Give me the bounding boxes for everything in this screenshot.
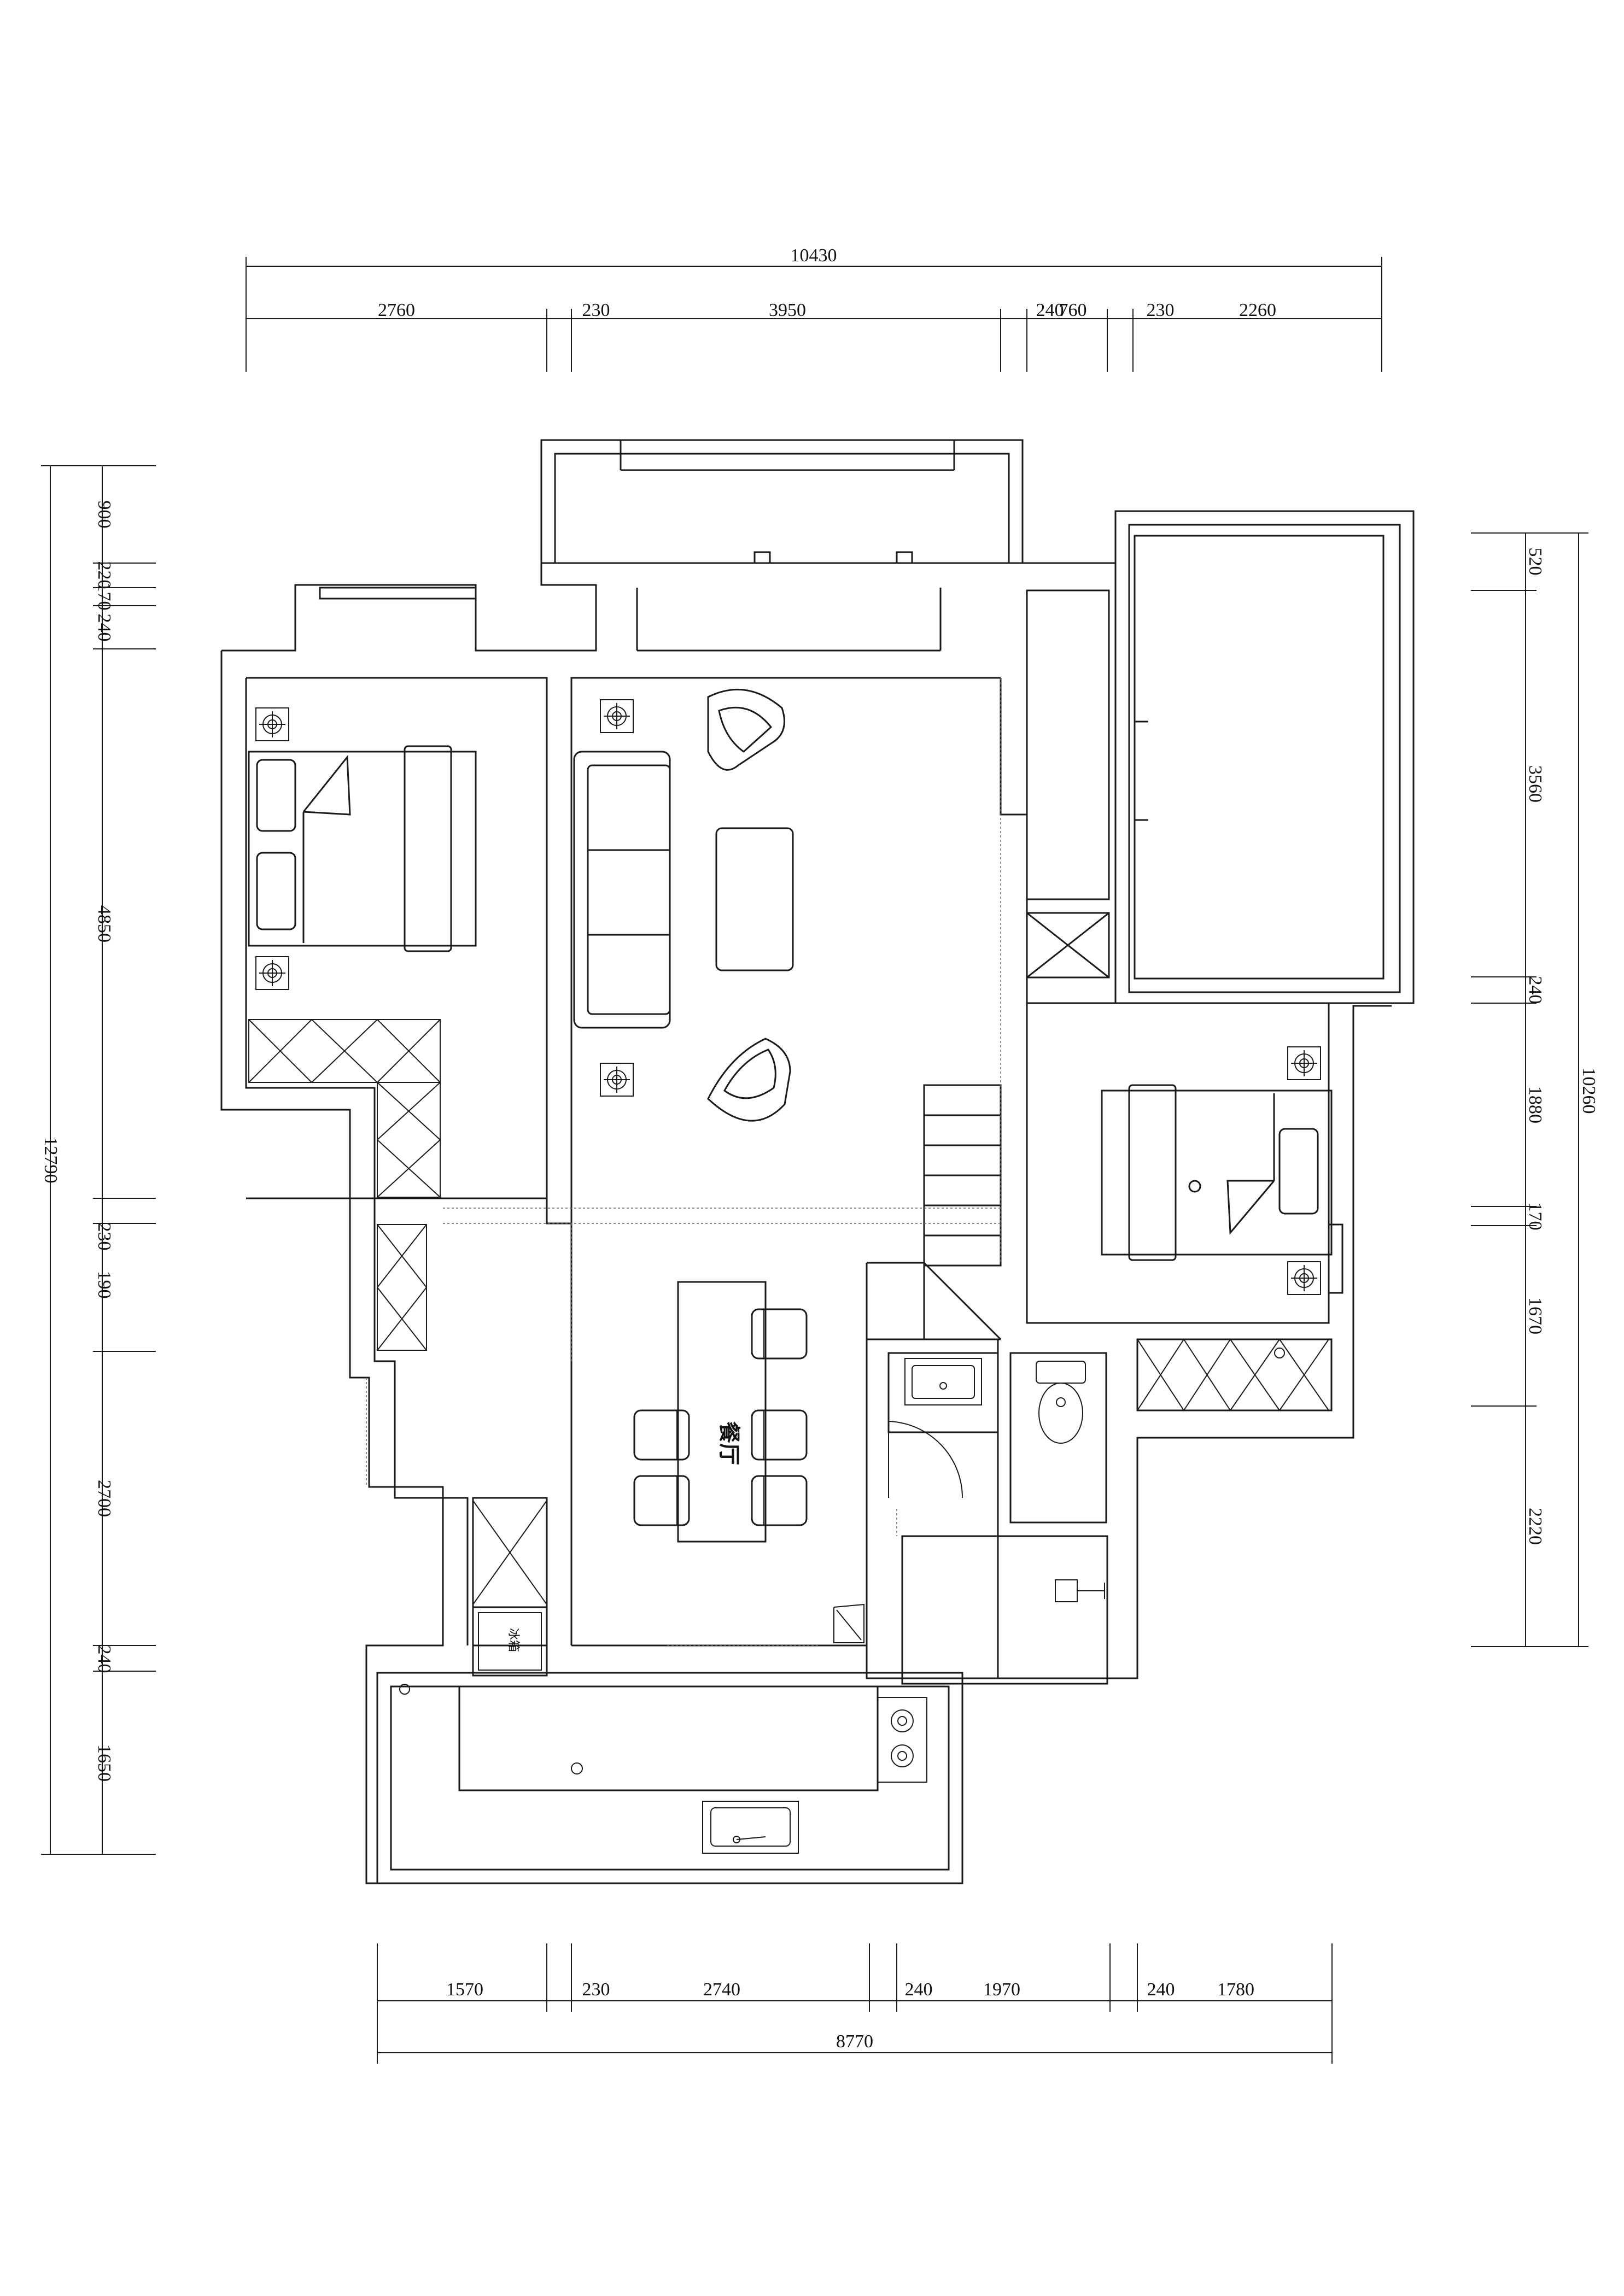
dim-bottom-seg-5: 1970	[983, 1979, 1020, 2000]
washbasin	[904, 1358, 982, 1405]
walls	[220, 439, 1415, 1884]
right-bedroom-wardrobe	[1137, 1339, 1329, 1411]
dim-bottom-total: 8770	[836, 2031, 873, 2052]
dining-chair	[751, 1409, 808, 1461]
left-bedroom-bed	[248, 745, 477, 952]
dim-right-seg-3: 240	[1525, 976, 1545, 1004]
dining-table: 餐厅	[677, 1281, 767, 1543]
dim-left-seg-2: 220	[94, 561, 114, 589]
dim-left-seg-8: 2700	[94, 1480, 114, 1517]
dim-top-seg-1: 2760	[378, 300, 415, 320]
corner-sink	[833, 1603, 864, 1643]
fridge-label: 冰箱	[507, 1628, 521, 1652]
dining-chair	[751, 1308, 808, 1360]
dim-right-seg-7: 2220	[1525, 1508, 1545, 1545]
ceiling-lamp-icon	[255, 956, 289, 990]
armchair-bottom	[707, 1038, 791, 1122]
dim-bottom-seg-4: 240	[905, 1979, 933, 2000]
dim-bottom-seg-3: 2740	[703, 1979, 740, 2000]
stove	[877, 1697, 927, 1783]
dim-right-seg-1: 520	[1525, 548, 1545, 576]
opening-lines	[366, 678, 1001, 1646]
kitchen-sink	[702, 1801, 799, 1854]
dining-chair	[633, 1475, 690, 1526]
dim-left-seg-7: 190	[94, 1271, 114, 1299]
dimension-labels: 10430 2760 230 3950 240 760 230 2260 157…	[40, 245, 1599, 2052]
ceiling-lamp-icon	[1287, 1046, 1321, 1080]
right-bedroom-bed	[1101, 1084, 1333, 1261]
ceiling-lamp-icon	[600, 699, 634, 733]
dim-top-seg-5: 760	[1059, 300, 1087, 320]
dim-right-seg-2: 3560	[1525, 765, 1545, 803]
toilet	[1036, 1361, 1086, 1444]
dim-bottom-seg-1: 1570	[446, 1979, 483, 2000]
ceiling-lamp-icon	[255, 707, 289, 741]
dim-right-seg-6: 1670	[1525, 1297, 1545, 1334]
dimension-lines	[41, 257, 1588, 2064]
utility-cabinet	[472, 1500, 547, 1605]
dim-top-seg-7: 2260	[1239, 300, 1276, 320]
dim-right-seg-5: 170	[1525, 1203, 1545, 1231]
shower	[1055, 1579, 1105, 1602]
kitchen-fixtures	[399, 1684, 583, 1774]
dim-left-seg-9: 240	[94, 1645, 114, 1673]
left-bedroom-wardrobe	[248, 1019, 441, 1351]
bathroom-door	[888, 1421, 963, 1498]
dim-left-total: 12790	[40, 1137, 61, 1184]
armchair-top	[707, 688, 785, 771]
dim-left-seg-6: 230	[94, 1223, 114, 1251]
dining-chair	[751, 1475, 808, 1526]
dining-chair	[633, 1409, 690, 1461]
fridge: 冰箱	[478, 1612, 542, 1671]
dim-bottom-seg-7: 1780	[1217, 1979, 1254, 2000]
dim-bottom-seg-2: 230	[582, 1979, 610, 2000]
ceiling-lamp-icon	[600, 1063, 634, 1097]
dim-left-seg-10: 1650	[94, 1744, 114, 1782]
dim-top-seg-3: 3950	[769, 300, 806, 320]
dim-left-seg-1: 900	[94, 501, 114, 529]
dim-top-seg-2: 230	[582, 300, 610, 320]
dim-top-seg-4: 240	[1036, 300, 1064, 320]
dim-top-total: 10430	[791, 245, 837, 266]
dim-left-seg-5: 4850	[94, 905, 114, 942]
ceiling-lamp-icon	[1287, 1261, 1321, 1295]
dim-top-seg-6: 230	[1147, 300, 1175, 320]
dim-left-seg-3: 170	[94, 583, 114, 611]
coffee-table	[715, 827, 794, 971]
living-sofa	[573, 751, 671, 1029]
dim-bottom-seg-6: 240	[1147, 1979, 1175, 2000]
dim-right-total: 10260	[1579, 1068, 1599, 1114]
dining-room-label: 餐厅	[717, 1421, 741, 1465]
dim-left-seg-4: 240	[94, 614, 114, 642]
dim-right-seg-4: 1880	[1525, 1086, 1545, 1123]
